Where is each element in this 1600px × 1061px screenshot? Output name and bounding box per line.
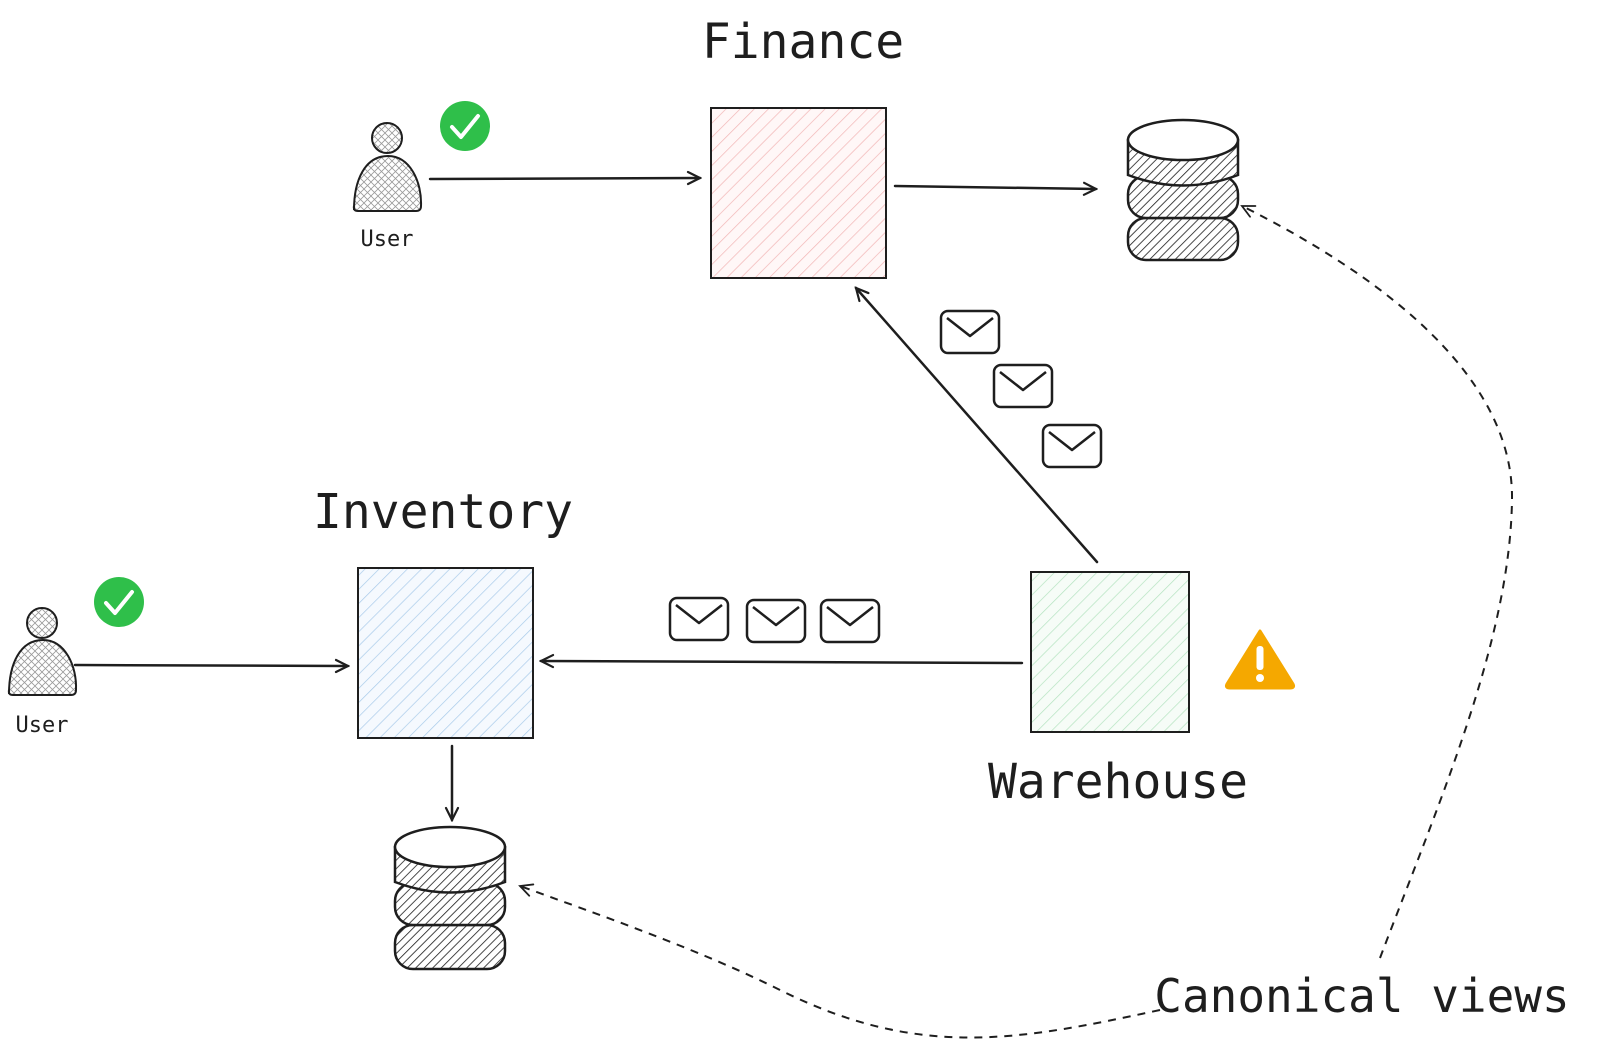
top-user-check-circle-icon [440,101,490,151]
left-user-icon [7,607,78,696]
envelope-icon [745,598,807,644]
envelope-icon [939,309,1001,355]
left-user-check-circle-icon [94,577,144,627]
finance-to-database-arrow [893,186,1096,189]
inventory-title: Inventory [313,484,573,540]
warehouse-service-box [1030,571,1190,733]
top-user-icon [352,122,423,212]
warehouse-to-finance-arrow [856,288,1099,564]
canonical-view-pointer-inventory [520,886,1161,1039]
finance-title: Finance [702,14,904,70]
inventory-service-box [357,567,534,739]
finance-database-icon [1126,118,1240,262]
warning-triangle-icon [1224,629,1296,690]
finance-service-box [710,107,887,279]
envelope-icon [1041,423,1103,469]
left-user-to-inventory-arrow [73,665,348,666]
envelope-icon [992,363,1054,409]
top-user-to-finance-arrow [428,178,700,179]
envelope-icon [819,598,881,644]
top-user-label: User [361,227,414,252]
warehouse-to-inventory-arrow [541,661,1024,663]
canonical-views-caption: Canonical views [1154,969,1569,1023]
left-user-label: User [16,713,69,738]
inventory-database-icon [393,825,507,971]
envelope-icon [668,596,730,642]
canonical-view-pointer-finance [1242,206,1514,959]
warehouse-title: Warehouse [988,754,1248,810]
